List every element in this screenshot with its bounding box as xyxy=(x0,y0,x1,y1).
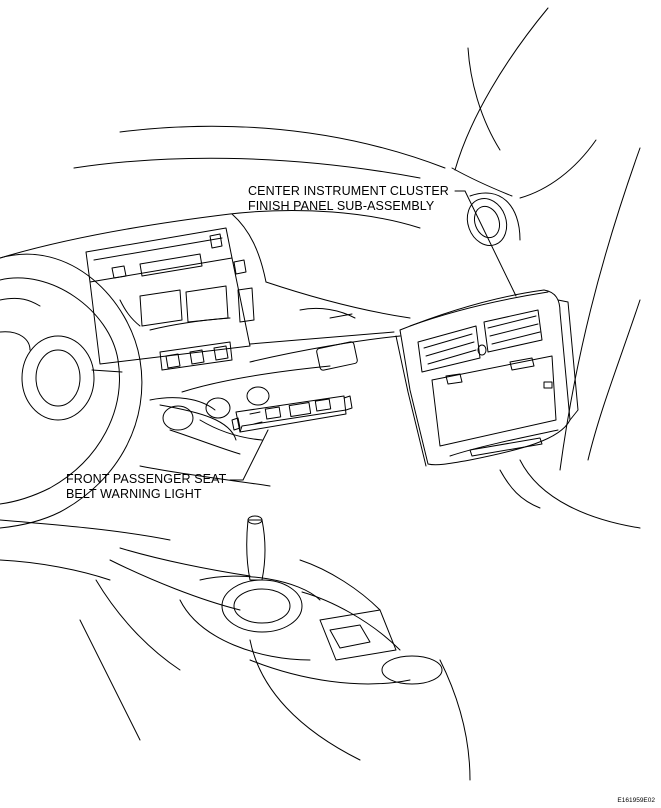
door-panel xyxy=(500,148,640,528)
center-finish-panel-part xyxy=(396,290,578,466)
callout-front-passenger-seat-belt-warning-light: FRONT PASSENGER SEAT BELT WARNING LIGHT xyxy=(66,472,226,502)
callout-line-1: FRONT PASSENGER SEAT xyxy=(66,472,227,486)
steering-wheel xyxy=(0,254,142,528)
callout-line-2: FINISH PANEL SUB-ASSEMBLY xyxy=(248,199,435,213)
callout-line-1: CENTER INSTRUMENT CLUSTER xyxy=(248,184,449,198)
leader-lines xyxy=(230,191,516,480)
callout-line-2: BELT WARNING LIGHT xyxy=(66,487,202,501)
side-air-vent xyxy=(461,193,520,251)
windshield-frame xyxy=(74,8,596,198)
figure-code: E161959E02 xyxy=(617,797,655,804)
seat-belt-warning-light-part xyxy=(232,396,352,432)
center-cavity xyxy=(86,228,254,370)
dashboard-body xyxy=(0,210,420,486)
callout-center-instrument-cluster-finish-panel: CENTER INSTRUMENT CLUSTER FINISH PANEL S… xyxy=(248,184,449,214)
lower-dash xyxy=(0,387,269,580)
gear-shift-console xyxy=(80,516,470,780)
